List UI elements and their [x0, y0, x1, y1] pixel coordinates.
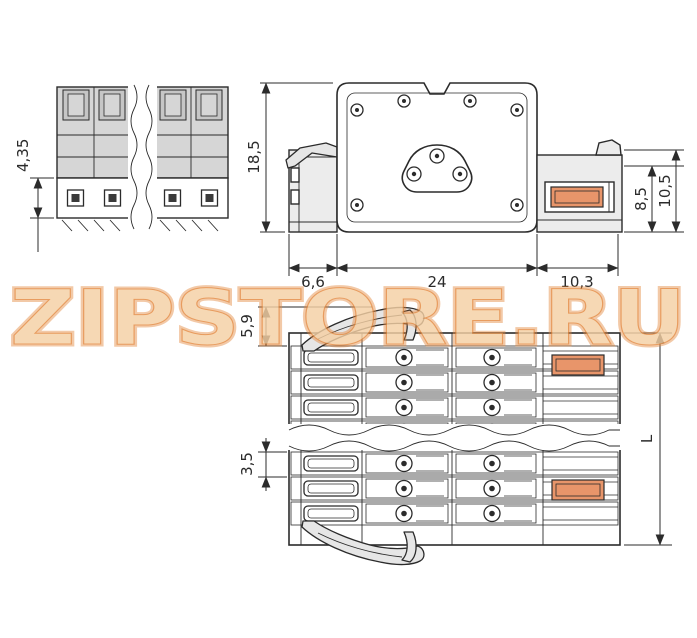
dim-label-3-5: 3,5 — [238, 452, 256, 476]
orange-insert-side — [550, 186, 604, 208]
watermark-text: ZIPSTORE.RU — [10, 273, 686, 362]
top-break-lines — [287, 424, 622, 452]
panel-hatching — [61, 219, 219, 232]
dim-top-offset: 5,9 — [238, 306, 372, 347]
dim-label-6-6: 6,6 — [301, 273, 325, 291]
dim-label-4-35: 4,35 — [14, 139, 32, 172]
top-structure-lines-lower — [300, 450, 544, 545]
side-body-inner-outline — [346, 92, 528, 223]
dim-side-right-heights: 8,5 10,5 — [624, 149, 684, 233]
watermark-text-outline: ZIPSTORE.RU — [10, 273, 686, 362]
watermark: ZIPSTORE.RU ZIPSTORE.RU — [8, 271, 689, 365]
front-segment-left — [56, 86, 132, 219]
coding-feature — [401, 144, 473, 193]
front-view: 4,35 — [14, 84, 229, 252]
dim-label-5-9: 5,9 — [238, 314, 256, 338]
dim-label-24: 24 — [427, 273, 446, 291]
dim-label-8-5: 8,5 — [632, 187, 650, 211]
orange-insert-top-lower — [551, 479, 605, 501]
dim-side-height: 18,5 — [245, 82, 333, 233]
screw-holes — [350, 94, 524, 212]
dim-top-length: L — [624, 332, 672, 546]
latch-hook — [595, 139, 622, 156]
dim-front-height: 4,35 — [14, 139, 54, 252]
dim-label-L: L — [638, 434, 656, 443]
dim-label-18-5: 18,5 — [245, 140, 263, 173]
dim-label-10-5: 10,5 — [656, 174, 674, 207]
top-view: 5,9 3,5 L — [238, 306, 672, 566]
dim-top-pitch: 3,5 — [238, 438, 287, 491]
front-segment-right — [153, 86, 229, 219]
top-structure-lines-upper — [300, 333, 544, 424]
dim-label-10-3: 10,3 — [560, 273, 593, 291]
side-view: 18,5 6,6 24 10,3 8,5 10,5 — [245, 82, 684, 291]
front-break-lines — [128, 84, 157, 234]
orange-insert-top-upper — [551, 354, 605, 376]
right-extension — [536, 139, 623, 233]
dim-side-widths: 6,6 24 10,3 — [288, 234, 619, 291]
